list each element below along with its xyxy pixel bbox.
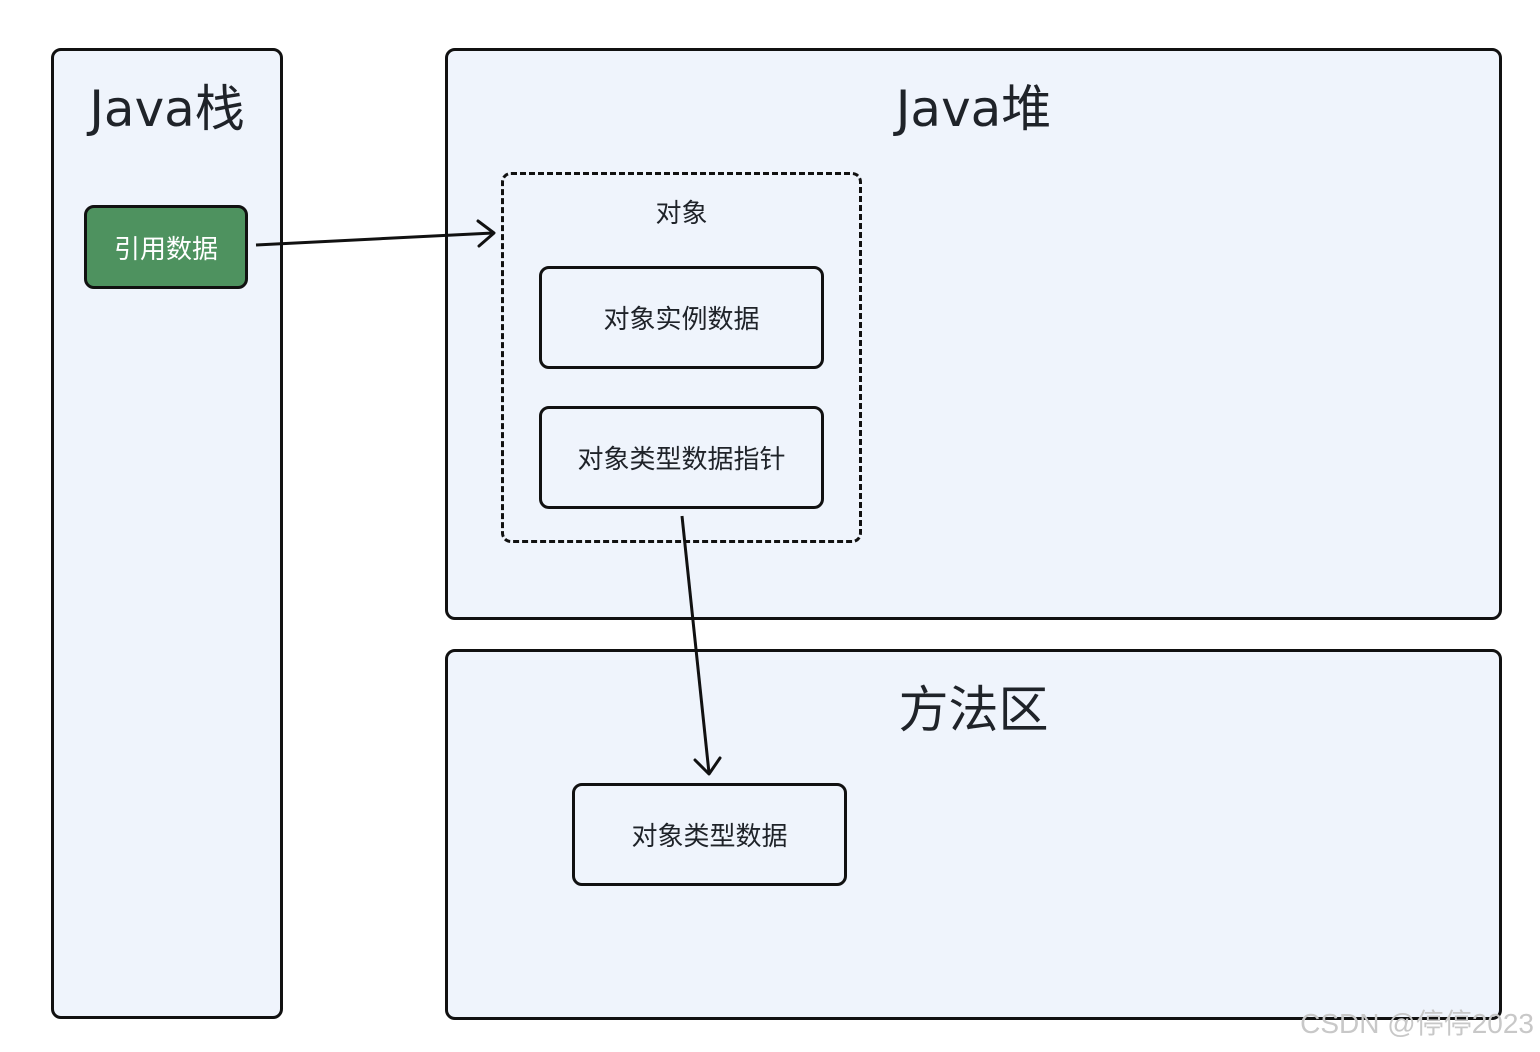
type-pointer-node: 对象类型数据指针 [539, 406, 824, 509]
instance-data-node: 对象实例数据 [539, 266, 824, 369]
java-heap-panel: Java堆 [445, 48, 1502, 620]
watermark-text: CSDN @停停2023 [1300, 1008, 1534, 1039]
type-data-node: 对象类型数据 [572, 783, 847, 886]
object-group-label: 对象 [655, 199, 708, 229]
method-area-title: 方法区 [898, 681, 1049, 739]
method-area-panel: 方法区 [445, 649, 1502, 1020]
java-stack-panel: Java栈 [51, 48, 283, 1019]
reference-data-node: 引用数据 [84, 205, 248, 289]
java-heap-title: Java堆 [895, 80, 1052, 138]
java-stack-title: Java栈 [89, 80, 245, 138]
